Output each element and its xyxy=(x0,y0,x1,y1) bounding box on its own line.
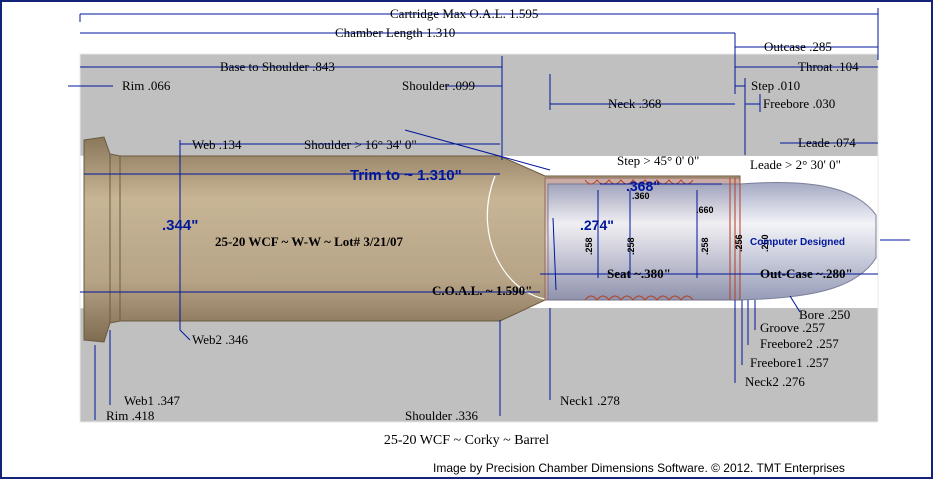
label-shoulder-top: Shoulder .099 xyxy=(402,78,475,93)
dimension-lines xyxy=(68,8,910,420)
label-web2: Web2 .346 xyxy=(192,332,248,347)
label-outcase-top: Outcase .285 xyxy=(764,39,832,54)
label-rim-top: Rim .066 xyxy=(122,78,171,93)
label-258-a: .258 xyxy=(584,237,594,255)
label-coal: C.O.A.L. ~ 1.590" xyxy=(432,283,532,298)
label-neck2: Neck2 .276 xyxy=(745,374,805,389)
label-step: Step .010 xyxy=(751,78,800,93)
label-leade-angle: Leade > 2° 30' 0" xyxy=(750,157,841,172)
label-660: .660 xyxy=(696,205,714,215)
label-shoulder-bottom: Shoulder .336 xyxy=(405,408,478,423)
label-360: .360 xyxy=(632,191,650,201)
label-outcase-inner: Out-Case ~.280" xyxy=(760,266,853,281)
diagram-caption: 25-20 WCF ~ Corky ~ Barrel xyxy=(383,433,550,448)
software-credit: Image by Precision Chamber Dimensions So… xyxy=(433,461,845,475)
label-258-c: .258 xyxy=(700,237,710,255)
label-body-diameter: .344" xyxy=(162,217,198,234)
label-web: Web .134 xyxy=(192,137,242,152)
label-step-angle: Step > 45° 0' 0" xyxy=(617,153,699,168)
label-groove: Groove .257 xyxy=(760,320,825,335)
label-freebore2: Freebore2 .257 xyxy=(760,336,839,351)
label-260: .260 xyxy=(760,234,770,252)
label-bore: Bore .250 xyxy=(799,307,850,322)
label-neck-id: .274" xyxy=(580,217,614,233)
label-freebore: Freebore .030 xyxy=(763,96,835,111)
label-258-b: .258 xyxy=(626,237,636,255)
label-neck-length: .368" xyxy=(626,178,660,194)
label-web1: Web1 .347 xyxy=(124,393,180,408)
label-leade: Leade .074 xyxy=(798,135,856,150)
label-chamber-length: Chamber Length 1.310 xyxy=(335,25,455,40)
label-bullet: Computer Designed xyxy=(750,237,845,248)
label-trim-to: Trim to ~ 1.310" xyxy=(350,167,462,184)
label-freebore1: Freebore1 .257 xyxy=(750,355,829,370)
label-rim-bottom: Rim .418 xyxy=(106,408,154,423)
label-256: .256 xyxy=(734,234,744,252)
label-neck1: Neck1 .278 xyxy=(560,393,620,408)
label-max-oal: Cartridge Max O.A.L. 1.595 xyxy=(390,6,538,21)
label-seat: Seat ~.380" xyxy=(607,266,671,281)
label-cartridge-name: 25-20 WCF ~ W-W ~ Lot# 3/21/07 xyxy=(215,234,404,249)
label-throat: Throat .104 xyxy=(798,59,859,74)
label-neck: Neck .368 xyxy=(608,96,661,111)
label-shoulder-angle: Shoulder > 16° 34' 0" xyxy=(304,137,417,152)
label-base-to-shoulder: Base to Shoulder .843 xyxy=(220,59,335,74)
